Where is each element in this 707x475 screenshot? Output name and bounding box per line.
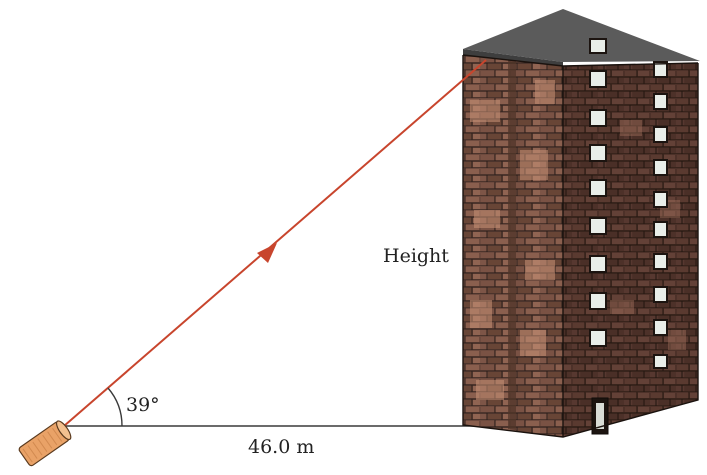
distance-label: 46.0 m [248,436,314,458]
laser-device-icon [18,420,72,467]
building-outline [462,54,699,438]
arrowhead-icon [257,243,277,263]
laser-beam [63,59,487,427]
building-windows [589,38,668,369]
angle-arc [107,387,123,427]
height-label: Height [383,245,449,267]
building-side-face [563,63,698,437]
building-roof [463,9,700,62]
building-door-glass [596,403,604,429]
angle-label: 39° [126,394,160,416]
brick-highlight-patches [470,80,555,400]
brick-building-icon [462,9,700,438]
building-corner-strip [508,60,516,430]
